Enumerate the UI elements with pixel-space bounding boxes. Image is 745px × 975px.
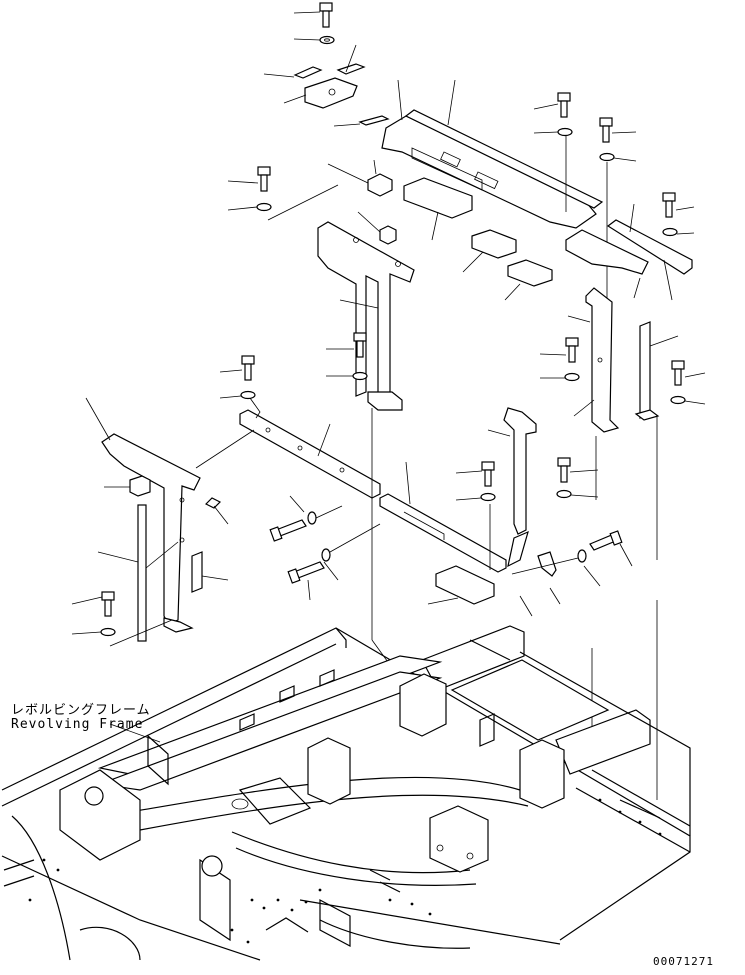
bolt-icon [219,355,255,381]
washer-icon [670,395,706,405]
block-part [327,159,397,245]
bracket-part [283,77,358,109]
stay-part [317,221,415,411]
bolt-icon [326,332,367,358]
bolt-icon [599,117,637,143]
rail-part [606,203,693,301]
bolt-icon [269,495,343,542]
bolt-icon [71,591,115,617]
washer-icon [227,184,339,221]
drawing-reference-number: 00071271 [653,955,714,968]
bolt-icon [455,461,495,487]
bolt-icon [671,360,706,386]
block-part [104,475,151,497]
revolving-frame-label-jp: レボルビングフレーム [11,703,151,718]
angle-part [634,321,679,560]
plate-part [379,461,507,573]
bolt-icon [293,2,333,28]
washer-icon [71,619,173,647]
washer-icon [556,489,599,499]
washer-icon [455,492,496,570]
bolt-icon [662,192,695,218]
pad-part [263,44,366,79]
washer-icon [219,390,256,400]
washer-icon [599,152,637,300]
angle-part [195,397,381,499]
spacer-part [333,115,390,127]
bolt-icon [533,92,571,118]
stay-part [487,407,561,617]
washer-icon [533,127,573,212]
bolt-icon [511,530,633,587]
pad-part [191,497,229,593]
washer-icon [540,372,580,382]
revolving-frame [1,625,691,961]
rod-part [97,504,179,642]
rubber-block-part [427,565,495,605]
washer-icon [662,227,695,237]
bolt-icon [557,457,599,483]
rubber-block-part [403,177,553,301]
top-plate-part [381,79,604,229]
stay-part [567,287,620,433]
column-part [85,397,201,633]
washer-icon [326,371,368,381]
revolving-frame-label-en: Revolving Frame [11,717,144,732]
bolt-icon [539,337,579,363]
bracket-part [565,229,649,299]
bolt-icon [287,523,381,601]
bolt-icon [227,166,271,192]
washer-icon [293,35,335,45]
